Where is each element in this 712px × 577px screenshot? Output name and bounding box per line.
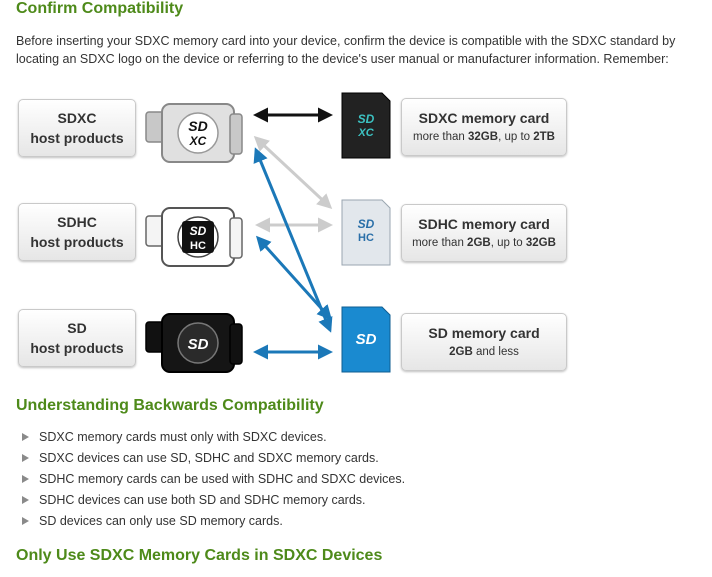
host-suffix: host products: [30, 130, 124, 146]
svg-text:HC: HC: [358, 232, 374, 244]
svg-text:SD: SD: [356, 331, 377, 348]
arrow-icon: [253, 147, 333, 333]
sd-card-icon: SD: [341, 306, 391, 373]
list-item: SDXC memory cards must only with SDXC de…: [20, 428, 405, 449]
host-suffix: host products: [30, 340, 124, 356]
backwards-compatibility-heading: Understanding Backwards Compatibility: [16, 397, 324, 414]
confirm-heading: Confirm Compatibility: [16, 0, 184, 17]
sd-host-products-label: SD host products: [18, 309, 136, 367]
card-capacity: 2GB and less: [449, 346, 519, 358]
camcorder-icon: SD: [145, 313, 243, 373]
only-use-sdxc-heading: Only Use SDXC Memory Cards in SDXC Devic…: [16, 547, 383, 564]
arrow-icon: [253, 135, 333, 210]
card-title: SDXC memory card: [418, 110, 550, 126]
svg-text:SD: SD: [358, 217, 375, 231]
sdxc-host-products-label: SDXC host products: [18, 99, 136, 157]
sd-card-icon: SD HC: [341, 199, 391, 266]
svg-text:SD: SD: [358, 112, 375, 126]
svg-text:SD: SD: [188, 118, 207, 134]
triangle-bullet-icon: [22, 496, 29, 504]
camcorder-icon: SD HC: [145, 207, 243, 267]
sdxc-memory-card-label: SDXC memory card more than 32GB, up to 2…: [401, 98, 567, 156]
triangle-bullet-icon: [22, 517, 29, 525]
sd-card-icon: SD XC: [341, 92, 391, 159]
compatibility-bullet-list: SDXC memory cards must only with SDXC de…: [20, 428, 405, 533]
compatibility-diagram: SD XC SD HC SD SD XC SD HC SD: [145, 92, 391, 373]
list-item: SDHC memory cards can be used with SDHC …: [20, 470, 405, 491]
svg-text:XC: XC: [357, 127, 374, 139]
triangle-bullet-icon: [22, 433, 29, 441]
svg-text:SD: SD: [188, 336, 209, 353]
triangle-bullet-icon: [22, 454, 29, 462]
arrow-icon: [255, 235, 333, 321]
host-name: SDXC: [57, 110, 97, 126]
svg-text:HC: HC: [190, 240, 206, 252]
list-item: SDXC devices can use SD, SDHC and SDXC m…: [20, 449, 405, 470]
host-suffix: host products: [30, 234, 124, 250]
list-item: SD devices can only use SD memory cards.: [20, 512, 405, 533]
card-title: SD memory card: [428, 325, 540, 341]
sdhc-memory-card-label: SDHC memory card more than 2GB, up to 32…: [401, 204, 567, 262]
card-title: SDHC memory card: [418, 216, 550, 232]
card-capacity: more than 2GB, up to 32GB: [412, 237, 556, 249]
host-name: SDHC: [57, 214, 97, 230]
host-name: SD: [67, 320, 87, 336]
svg-text:XC: XC: [189, 134, 207, 148]
sdhc-host-products-label: SDHC host products: [18, 203, 136, 261]
svg-text:SD: SD: [190, 224, 207, 238]
camcorder-icon: SD XC: [145, 103, 243, 163]
list-item: SDHC devices can use both SD and SDHC me…: [20, 491, 405, 512]
triangle-bullet-icon: [22, 475, 29, 483]
intro-paragraph: Before inserting your SDXC memory card i…: [16, 34, 676, 66]
card-capacity: more than 32GB, up to 2TB: [413, 131, 555, 143]
sd-memory-card-label: SD memory card 2GB and less: [401, 313, 567, 371]
